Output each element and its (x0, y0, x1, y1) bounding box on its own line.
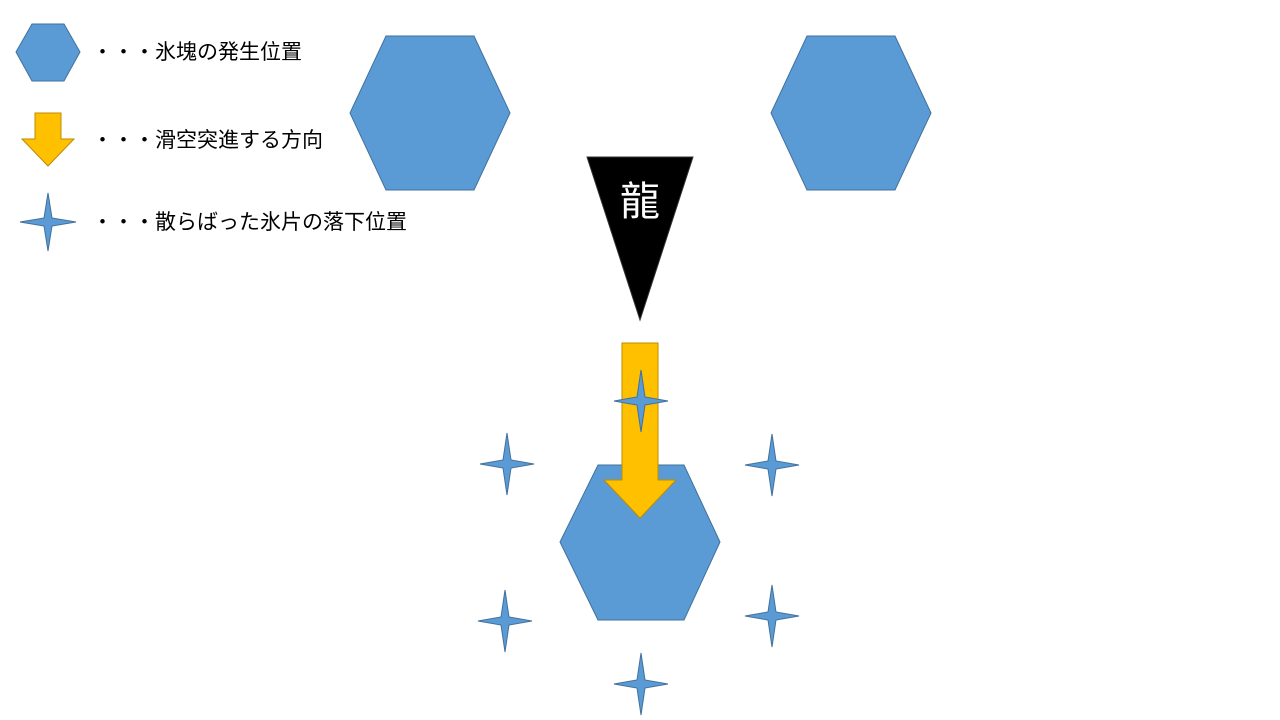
legend-label-ice-shard: ・・・散らばった氷片の落下位置 (92, 210, 407, 234)
glide-direction-arrow (602, 342, 678, 519)
legend-label-glide-direction: ・・・滑空突進する方向 (92, 128, 323, 152)
ice-block-hexagon-left (349, 35, 511, 191)
ice-shard-star-icon (613, 369, 669, 433)
ice-shard-star-icon (477, 589, 533, 653)
legend-arrow-icon (20, 112, 76, 167)
ice-shard-star-icon (479, 432, 535, 496)
legend-label-ice-block: ・・・氷塊の発生位置 (92, 40, 302, 64)
dragon-marker (586, 156, 694, 322)
ice-shard-stars (477, 369, 800, 716)
ice-shard-star-icon (744, 433, 800, 497)
legend-hexagon-icon (15, 23, 81, 82)
ice-block-hexagon-center (559, 464, 721, 621)
ice-shard-star-icon (613, 652, 669, 716)
legend-star-icon (19, 192, 77, 252)
ice-shard-star-icon (744, 584, 800, 648)
dragon-label: 龍 (620, 179, 660, 225)
ice-block-hexagon-right (770, 35, 932, 191)
